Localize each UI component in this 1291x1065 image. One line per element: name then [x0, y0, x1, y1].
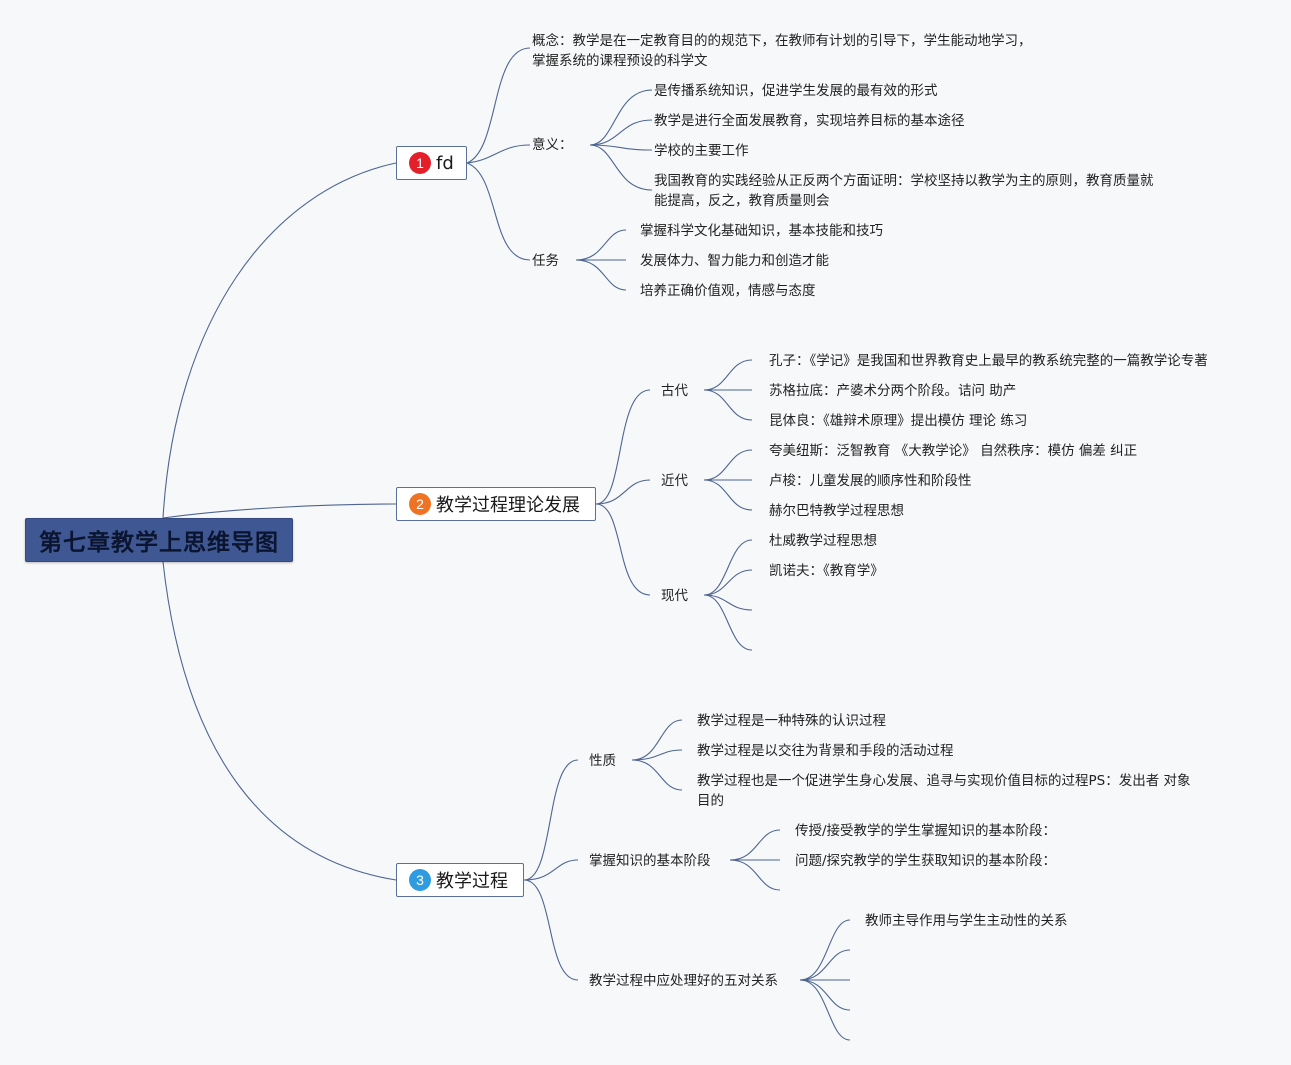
relations-node[interactable]: 教学过程中应处理好的五对关系 [589, 973, 778, 989]
task-item[interactable]: 掌握科学文化基础知识，基本技能和技巧 [640, 223, 883, 239]
priority-3-icon: 3 [409, 869, 431, 891]
link-b1-significance [466, 144, 531, 164]
significance-node[interactable]: 意义： [532, 137, 573, 153]
nature-item[interactable]: 教学过程是一种特殊的认识过程 [697, 713, 886, 729]
branch-teaching-process[interactable]: 3 教学过程 [396, 863, 524, 897]
link-rel-2 [799, 949, 851, 981]
nature-item[interactable]: 教学过程也是一个促进学生身心发展、追寻与实现价值目标的过程PS：发出者 对象 目… [697, 773, 1191, 809]
link-stg-1 [729, 829, 781, 861]
link-root-branch2 [162, 503, 397, 519]
stage-item[interactable]: 问题/探究教学的学生获取知识的基本阶段： [795, 853, 1057, 869]
tasks-node[interactable]: 任务 [532, 253, 559, 269]
stages-node[interactable]: 掌握知识的基本阶段 [589, 853, 711, 869]
ancient-node[interactable]: 古代 [661, 383, 688, 399]
link-rel-5 [799, 979, 851, 1041]
relation-item[interactable]: 教师主导作用与学生主动性的关系 [865, 913, 1068, 929]
link-anc-1 [703, 359, 753, 391]
link-nat-2 [631, 749, 683, 761]
ancient-item[interactable]: 孔子：《学记》是我国和世界教育史上最早的教系统完整的一篇教学论专著 [769, 353, 1208, 369]
nature-node[interactable]: 性质 [589, 753, 616, 769]
priority-1-icon: 1 [409, 152, 431, 174]
significance-item[interactable]: 学校的主要工作 [654, 143, 749, 159]
link-con-2 [703, 569, 753, 596]
significance-item[interactable]: 我国教育的实践经验从正反两个方面证明：学校坚持以教学为主的原则，教育质量就能提高… [654, 173, 1154, 209]
link-rel-1 [799, 919, 851, 981]
link-anc-3 [703, 389, 753, 421]
contemporary-node[interactable]: 现代 [661, 588, 688, 604]
branch-title: fd [436, 152, 454, 174]
contemporary-item[interactable]: 杜威教学过程思想 [769, 533, 877, 549]
link-task-1 [575, 229, 627, 261]
link-nat-1 [631, 719, 683, 761]
link-con-3 [703, 594, 753, 611]
modern-early-item[interactable]: 卢梭：儿童发展的顺序性和阶段性 [769, 473, 972, 489]
link-stg-3 [729, 859, 781, 891]
link-b2-contemporary [595, 503, 651, 596]
contemporary-item[interactable]: 凯诺夫：《教育学》 [769, 563, 884, 579]
significance-item[interactable]: 教学是进行全面发展教育，实现培养目标的基本途径 [654, 113, 965, 129]
link-task-3 [575, 259, 627, 291]
link-con-4 [703, 594, 753, 651]
branch-theory-development[interactable]: 2 教学过程理论发展 [396, 487, 596, 521]
link-con-1 [703, 539, 753, 596]
stage-item[interactable]: 传授/接受教学的学生掌握知识的基本阶段： [795, 823, 1057, 839]
ancient-item[interactable]: 昆体良：《雄辩术原理》提出模仿 理论 练习 [769, 413, 1028, 429]
link-b2-ancient [595, 389, 651, 505]
link-sig-4 [589, 144, 653, 191]
root-topic[interactable]: 第七章教学上思维导图 [25, 518, 293, 562]
link-b3-relations [523, 879, 579, 981]
significance-item[interactable]: 是传播系统知识，促进学生发展的最有效的形式 [654, 83, 938, 99]
modern-early-node[interactable]: 近代 [661, 473, 688, 489]
nature-item[interactable]: 教学过程是以交往为背景和手段的活动过程 [697, 743, 954, 759]
branch-title: 教学过程理论发展 [436, 495, 580, 516]
concept-node[interactable]: 概念：教学是在一定教育目的的规范下，在教师有计划的引导下，学生能动地学习，掌握系… [532, 33, 1032, 69]
link-sig-1 [589, 89, 653, 146]
priority-2-icon: 2 [409, 493, 431, 515]
task-item[interactable]: 培养正确价值观，情感与态度 [640, 283, 816, 299]
modern-early-item[interactable]: 夸美纽斯：泛智教育 《大教学论》 自然秩序：模仿 偏差 纠正 [769, 443, 1138, 459]
link-root-branch3 [162, 561, 397, 881]
modern-early-item[interactable]: 赫尔巴特教学过程思想 [769, 503, 904, 519]
link-b3-nature [523, 759, 579, 881]
link-b1-tasks [466, 162, 531, 261]
branch-title: 教学过程 [436, 871, 508, 892]
ancient-item[interactable]: 苏格拉底：产婆术分两个阶段。诘问 助产 [769, 383, 1017, 399]
link-me-3 [703, 479, 753, 511]
link-b2-modern-early [595, 479, 651, 505]
link-nat-3 [631, 759, 683, 791]
link-sig-3 [589, 144, 653, 151]
link-b3-stages [523, 859, 579, 881]
link-me-1 [703, 449, 753, 481]
link-root-branch1 [162, 162, 397, 519]
branch-fd[interactable]: 1 fd [396, 146, 467, 180]
task-item[interactable]: 发展体力、智力能力和创造才能 [640, 253, 829, 269]
link-b1-concept [466, 47, 531, 164]
link-sig-2 [589, 119, 653, 146]
